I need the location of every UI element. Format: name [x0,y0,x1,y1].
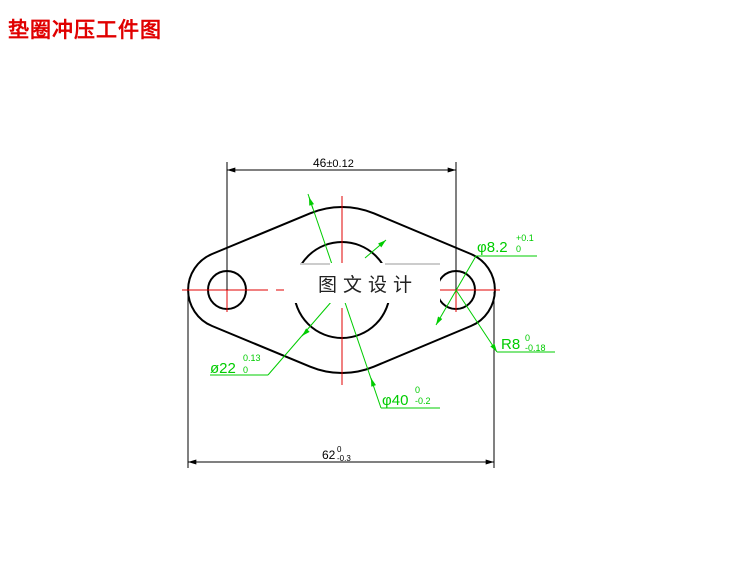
leader-r8 [455,289,498,353]
dim-phi8-upper: +0.1 [516,233,534,243]
leader-phi22 [267,300,333,376]
drawing-title: 垫圈冲压工件图 [8,17,162,42]
dim-phi40-upper: 0 [415,385,420,395]
dim-62-upper: 0 [337,445,342,454]
dimension-62 [187,292,495,468]
watermark-text: 图 文 设 计 [318,274,412,296]
dimension-46 [226,162,457,290]
dim-46-main: 46 [313,156,327,170]
dim-r8-main: R8 [501,336,520,353]
dim-phi40-main: φ40 [382,392,408,409]
dim-62-lower: -0.3 [337,454,351,463]
dim-phi8-lower: 0 [516,244,521,254]
dim-phi22-lower: 0 [243,365,248,375]
dim-phi22-main: ø22 [210,360,236,377]
dim-46-tol: ±0.12 [326,158,353,170]
dim-r8-upper: 0 [525,333,530,343]
dim-phi40-lower: -0.2 [415,396,431,406]
dim-phi8-main: φ8.2 [477,239,508,256]
dim-r8-lower: -0.18 [525,343,546,353]
watermark: 图 文 设 计 [290,263,440,303]
dim-phi22-upper: 0.13 [243,353,261,363]
dim-62-main: 62 [322,448,336,462]
svg-text:46±0.12: 46±0.12 [313,156,354,170]
